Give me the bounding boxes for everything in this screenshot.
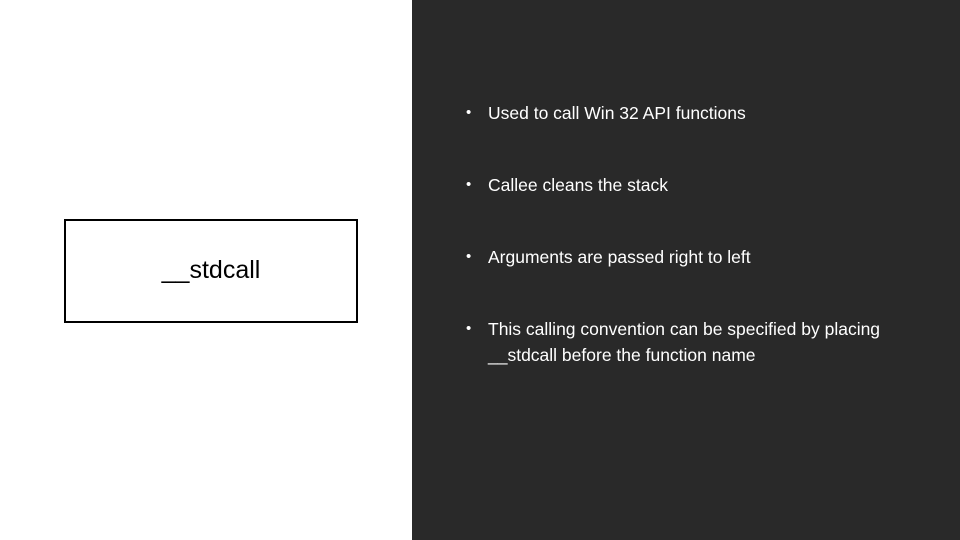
- bullet-dot-icon: •: [466, 104, 472, 121]
- bullet-list: • Used to call Win 32 API functions • Ca…: [466, 100, 906, 368]
- list-item-text: Arguments are passed right to left: [488, 247, 751, 267]
- list-item: • Callee cleans the stack: [466, 172, 906, 198]
- page-title: __stdcall: [161, 255, 261, 284]
- bullet-dot-icon: •: [466, 320, 472, 337]
- list-item-text: Callee cleans the stack: [488, 175, 668, 195]
- list-item-text: Used to call Win 32 API functions: [488, 103, 746, 123]
- list-item: • This calling convention can be specifi…: [466, 316, 906, 368]
- list-item-text: This calling convention can be specified…: [488, 319, 881, 365]
- bullet-dot-icon: •: [466, 248, 472, 265]
- bullet-dot-icon: •: [466, 176, 472, 193]
- dark-content-panel: [412, 0, 960, 540]
- list-item: • Used to call Win 32 API functions: [466, 100, 906, 126]
- title-box: __stdcall: [64, 219, 358, 323]
- list-item: • Arguments are passed right to left: [466, 244, 906, 270]
